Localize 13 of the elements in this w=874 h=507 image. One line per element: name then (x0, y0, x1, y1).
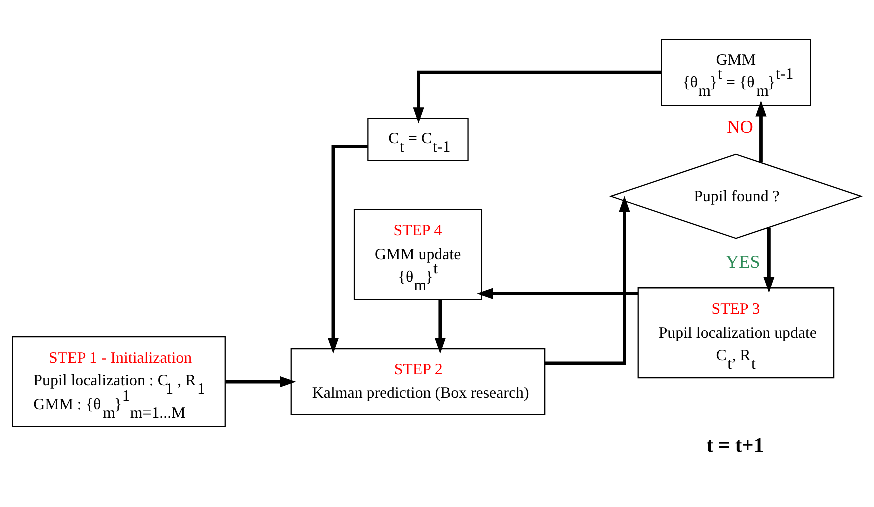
arrow (545, 196, 630, 365)
arrow (434, 299, 446, 354)
arrow (413, 70, 662, 124)
edge-label: YES (726, 251, 760, 272)
arrow (477, 288, 638, 299)
node-diamond: Pupil found ? (609, 153, 864, 239)
arrow (756, 100, 767, 162)
arrow (226, 376, 296, 388)
node-box: STEP 2 Kalman prediction (Box research) (290, 348, 546, 416)
arrow (764, 227, 775, 293)
edge-label: NO (727, 116, 754, 136)
arrow (328, 144, 368, 354)
label: t = t+1 (706, 434, 764, 456)
